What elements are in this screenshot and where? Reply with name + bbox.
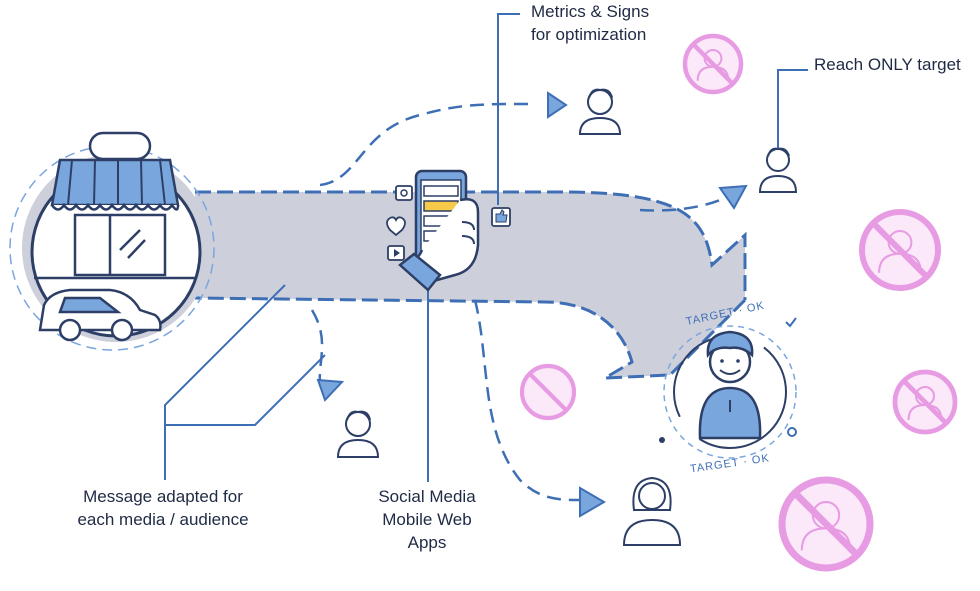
forbidden-person-4 (892, 369, 958, 435)
camera-icon (395, 185, 413, 201)
shop-icon (34, 131, 196, 280)
forbidden-person-1 (682, 33, 744, 95)
phone-icon (398, 169, 480, 292)
play-icon (387, 245, 405, 261)
person-icon-target (758, 147, 798, 193)
shop-badge (9, 131, 215, 351)
like-icon (491, 207, 511, 227)
forbidden-person-2 (858, 208, 942, 292)
forbidden-person-icon (519, 33, 958, 572)
metrics-label: Metrics & Signs for optimization (531, 2, 650, 44)
forbidden-person-5 (778, 476, 874, 572)
person-icon-bottom-left (336, 410, 380, 458)
flow-arrow (194, 190, 747, 380)
person-icon-top (578, 88, 622, 135)
target-ok-bottom: TARGET · OK (689, 452, 770, 475)
heart-icon (386, 216, 406, 237)
label-connectors (164, 13, 808, 482)
flow-lines (310, 102, 721, 502)
car-icon (38, 288, 162, 342)
social-media-label: Social Media Mobile Web Apps (378, 487, 476, 552)
reach-target-label: Reach ONLY target (814, 55, 961, 74)
message-label: Message adapted for each media / audienc… (77, 487, 249, 529)
person-icon-woman (622, 476, 682, 546)
direction-triangles (316, 91, 748, 518)
forbidden-person-3 (519, 363, 577, 421)
